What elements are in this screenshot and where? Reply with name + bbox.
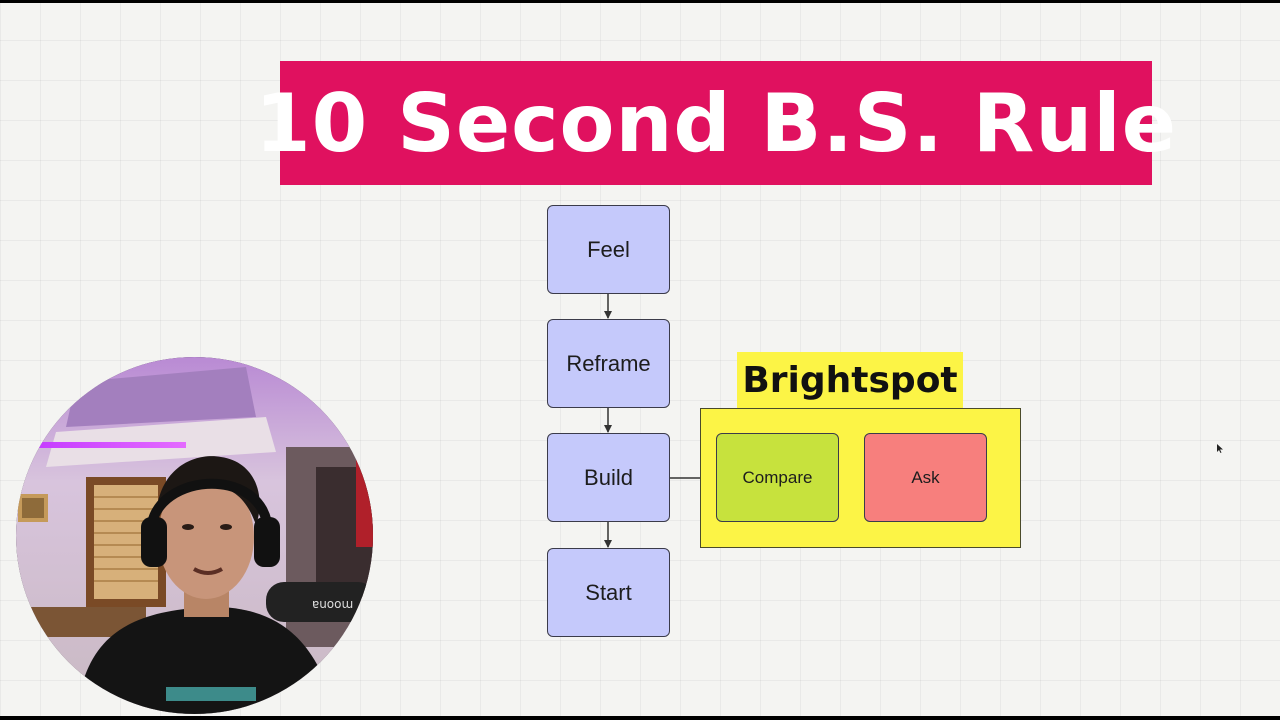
presenter-webcam: ɐuooɯ — [16, 357, 373, 714]
brightspot-label-text: Brightspot — [742, 359, 958, 401]
node-compare[interactable]: Compare — [716, 433, 839, 522]
node-feel[interactable]: Feel — [547, 205, 670, 294]
top-border — [0, 0, 1280, 3]
slide-title: 10 Second B.S. Rule — [255, 76, 1177, 170]
brightspot-label: Brightspot — [737, 352, 963, 408]
microphone-brand-label: ɐuooɯ — [312, 597, 353, 611]
node-reframe[interactable]: Reframe — [547, 319, 670, 408]
node-build[interactable]: Build — [547, 433, 670, 522]
node-ask[interactable]: Ask — [864, 433, 987, 522]
node-start[interactable]: Start — [547, 548, 670, 637]
mouse-cursor-icon — [1217, 444, 1223, 453]
title-banner: 10 Second B.S. Rule — [255, 61, 1176, 185]
bottom-border — [0, 716, 1280, 720]
presenter-webcam-icon: ɐuooɯ — [16, 357, 373, 714]
